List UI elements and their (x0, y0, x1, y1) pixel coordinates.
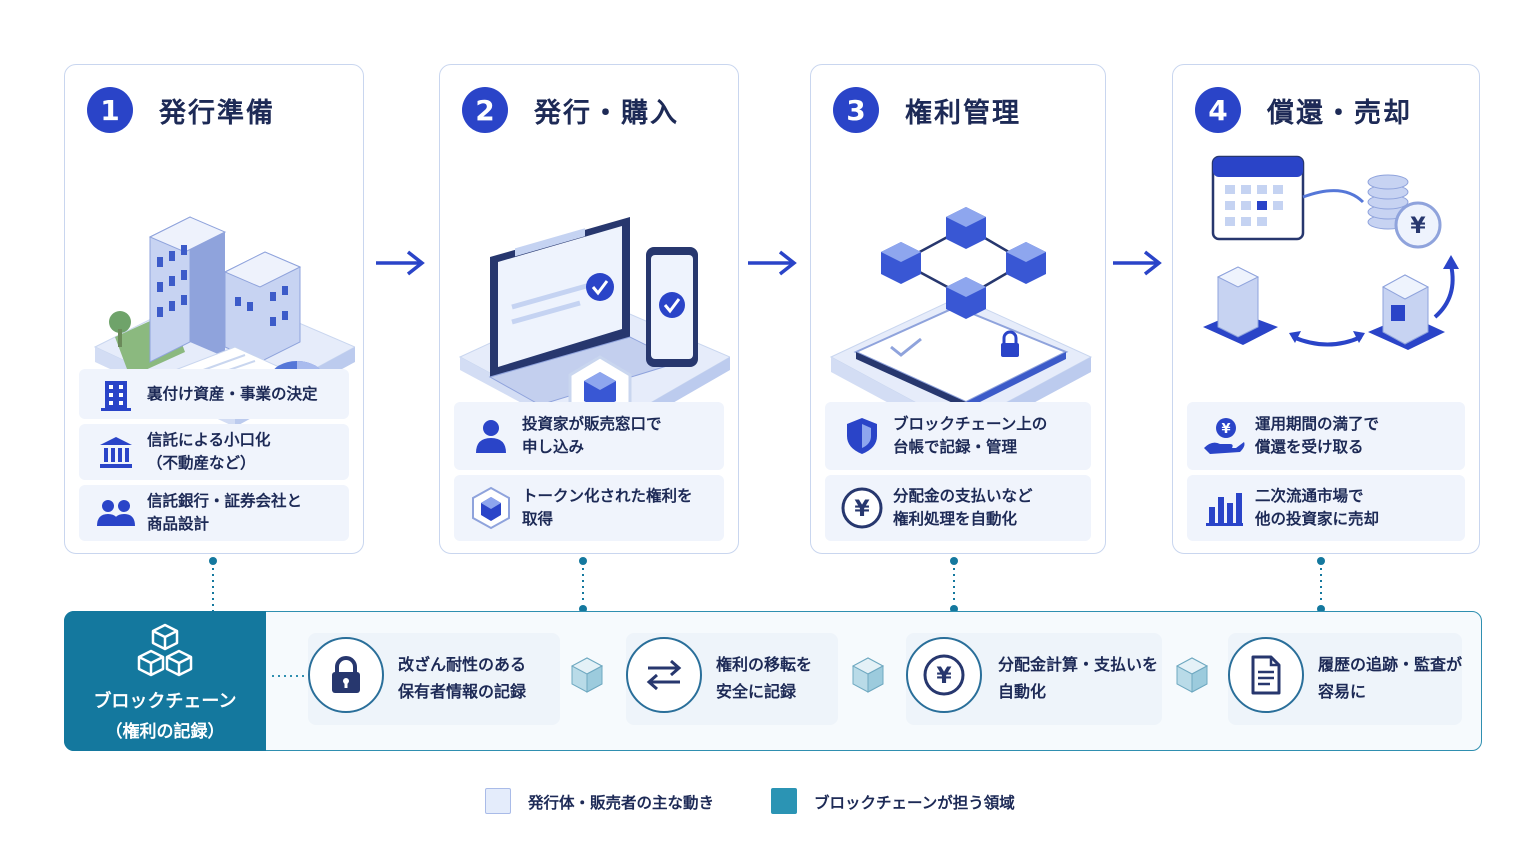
step-title: 権利管理 (905, 97, 1021, 129)
step-items: 投資家が販売窓口で 申し込み トークン化された権利を 取得 (454, 397, 724, 541)
step-item-text: 二次流通市場で 他の投資家に売却 (1255, 487, 1380, 528)
blockchain-feature-text: 改ざん耐性のある 保有者情報の記録 (398, 655, 527, 701)
arrow-right-icon (1113, 250, 1162, 276)
people-icon (89, 493, 143, 533)
step-item-text: 裏付け資産・事業の決定 (147, 384, 318, 403)
step-header: 3 権利管理 (833, 87, 1021, 133)
step-number: 2 (462, 87, 508, 133)
dotted-connector (950, 557, 958, 613)
block-cube-icon (851, 657, 885, 693)
step-item: 信託による小口化 （不動産など） (79, 424, 349, 480)
blockchain-feature-text: 履歴の追跡・監査が 容易に (1318, 655, 1463, 701)
svg-text:¥: ¥ (854, 497, 870, 522)
step-item: 投資家が販売窓口で 申し込み (454, 402, 724, 470)
dotted-connector (209, 557, 217, 612)
step-header: 2 発行・購入 (462, 87, 679, 133)
step-card-3: 3 権利管理 ブロックチェーン上の 台帳で記録・管理 (810, 64, 1106, 554)
step-item-text: 信託による小口化 （不動産など） (147, 431, 271, 472)
blockchain-feature-text: 権利の移転を 安全に記録 (716, 655, 813, 701)
bar-chart-icon (1197, 488, 1251, 528)
transfer-arrows-icon (626, 637, 702, 713)
laptop-phone-illustration (458, 217, 730, 445)
token-cube-icon (464, 486, 518, 530)
dotted-connector (579, 557, 587, 613)
step-header: 4 償還・売却 (1195, 87, 1412, 133)
arrow-right-icon (748, 250, 797, 276)
step-item: ブロックチェーン上の 台帳で記録・管理 (825, 402, 1091, 470)
step-item: 二次流通市場で 他の投資家に売却 (1187, 475, 1465, 541)
svg-text:¥: ¥ (1221, 422, 1230, 437)
svg-text:¥: ¥ (1410, 214, 1426, 239)
dotted-link (272, 675, 306, 677)
svg-text:¥: ¥ (936, 664, 952, 689)
step-item-text: 投資家が販売窓口で 申し込み (522, 415, 662, 456)
block-cube-icon (1175, 657, 1209, 693)
block-cube-icon (570, 657, 604, 693)
step-item: 信託銀行・証券会社と 商品設計 (79, 485, 349, 541)
blockchain-sublabel: （権利の記録） (105, 722, 225, 742)
blocks-stack-icon (137, 623, 193, 677)
bank-building-icon (89, 374, 143, 414)
yen-hand-icon: ¥ (1197, 416, 1251, 456)
step-items: ブロックチェーン上の 台帳で記録・管理 ¥ 分配金の支払いなど 権利処理を自動化 (825, 397, 1091, 541)
blockchain-label: ブロックチェーン (93, 691, 237, 712)
dotted-connector (1317, 557, 1325, 613)
calendar-coins-buildings-illustration: ¥ (1203, 155, 1459, 350)
lock-icon (308, 637, 384, 713)
step-item-text: 運用期間の満了で 償還を受け取る (1255, 415, 1380, 456)
blockchain-label-panel: ブロックチェーン （権利の記録） (64, 611, 266, 751)
step-item-text: ブロックチェーン上の 台帳で記録・管理 (893, 415, 1048, 456)
step-item: ¥ 分配金の支払いなど 権利処理を自動化 (825, 475, 1091, 541)
step-card-4: 4 償還・売却 ¥ ¥ 運用期間の満了 (1172, 64, 1480, 554)
person-icon (464, 416, 518, 456)
legend-label: ブロックチェーンが担う領域 (814, 794, 1015, 812)
institution-icon (89, 432, 143, 472)
shield-icon (835, 416, 889, 456)
step-header: 1 発行準備 (87, 87, 275, 133)
step-item: ¥ 運用期間の満了で 償還を受け取る (1187, 402, 1465, 470)
legend-swatch-blockchain (771, 788, 797, 814)
step-title: 発行準備 (159, 97, 275, 129)
step-items: 裏付け資産・事業の決定 信託による小口化 （不動産など） 信託銀行・証券会社と … (79, 364, 349, 541)
step-card-1: 1 発行準備 裏付け資産・ (64, 64, 364, 554)
step-items: ¥ 運用期間の満了で 償還を受け取る 二次流通市場で 他の投資家に売却 (1187, 397, 1465, 541)
step-item-text: 信託銀行・証券会社と 商品設計 (147, 492, 303, 533)
yen-icon: ¥ (906, 637, 982, 713)
step-title: 償還・売却 (1267, 97, 1412, 129)
step-number: 3 (833, 87, 879, 133)
step-title: 発行・購入 (534, 97, 679, 129)
yen-coin-icon: ¥ (835, 487, 889, 529)
legend-label: 発行体・販売者の主な動き (528, 794, 715, 812)
step-item: トークン化された権利を 取得 (454, 475, 724, 541)
step-number: 4 (1195, 87, 1241, 133)
document-icon (1228, 637, 1304, 713)
legend-swatch-issuer (485, 788, 511, 814)
step-number: 1 (87, 87, 133, 133)
step-card-2: 2 発行・購入 投資家が販売窓口で 申し込み トークン化された (439, 64, 739, 554)
step-item-text: 分配金の支払いなど 権利処理を自動化 (893, 487, 1033, 528)
blockchain-feature-text: 分配金計算・支払いを 自動化 (998, 655, 1159, 701)
arrow-right-icon (376, 250, 425, 276)
step-item: 裏付け資産・事業の決定 (79, 369, 349, 419)
step-item-text: トークン化された権利を 取得 (522, 487, 693, 528)
